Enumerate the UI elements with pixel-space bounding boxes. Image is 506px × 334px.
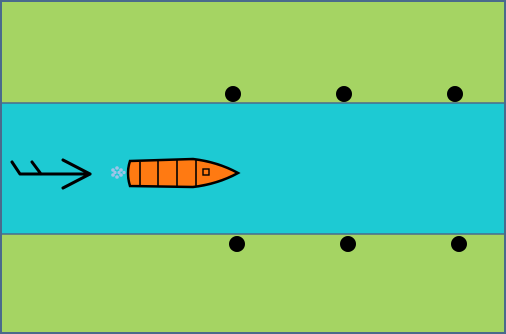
post — [229, 236, 245, 252]
post — [336, 86, 352, 102]
top-bank — [1, 1, 505, 103]
post — [225, 86, 241, 102]
bottom-bank — [1, 234, 505, 333]
post — [451, 236, 467, 252]
post — [340, 236, 356, 252]
post — [447, 86, 463, 102]
